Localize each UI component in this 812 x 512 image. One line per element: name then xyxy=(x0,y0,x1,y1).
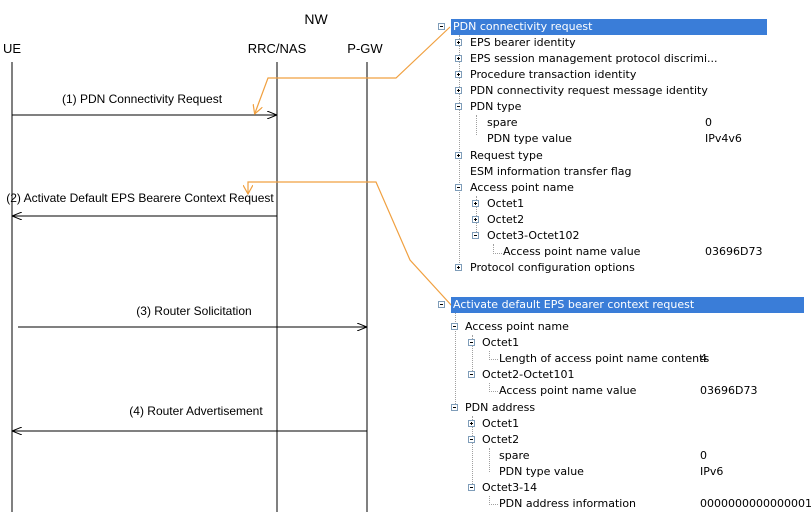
tree1-row-pdn-type-value: PDN type value IPv4v6 xyxy=(476,131,766,147)
collapse-icon[interactable] xyxy=(468,484,475,491)
tree2-len-guide xyxy=(489,351,498,360)
tree1-label: Access point name value xyxy=(503,245,641,258)
tree2-label: Length of access point name contents xyxy=(499,352,710,365)
collapse-icon[interactable] xyxy=(438,23,445,30)
tree2-label: Octet3-14 xyxy=(482,481,538,494)
tree1-value: 0 xyxy=(705,116,712,129)
collapse-icon[interactable] xyxy=(468,371,475,378)
tree2-row-spare: spare 0 xyxy=(489,448,769,464)
nw-label: NW xyxy=(304,11,328,27)
tree1-value: IPv4v6 xyxy=(705,132,742,145)
tree1-label: Octet2 xyxy=(487,213,525,226)
tree1-label: PDN connectivity request message identit… xyxy=(470,84,708,97)
tree2-row-apn-value: Access point name value 03696D73 xyxy=(489,383,769,399)
collapse-icon[interactable] xyxy=(472,232,479,239)
expand-icon[interactable] xyxy=(472,200,479,207)
tree2-value: 0000000000000001 xyxy=(700,497,812,510)
tree2-value: 0 xyxy=(700,449,707,462)
tree2-value: 03696D73 xyxy=(700,384,758,397)
tree2-value: IPv6 xyxy=(700,465,724,478)
expand-icon[interactable] xyxy=(455,55,462,62)
tree2-label: Octet2-Octet101 xyxy=(482,368,575,381)
collapse-icon[interactable] xyxy=(451,323,458,330)
tree1-label: EPS bearer identity xyxy=(470,36,576,49)
message-3-label: (3) Router Solicitation xyxy=(136,304,251,318)
message-1-label: (1) PDN Connectivity Request xyxy=(62,92,223,106)
tree1-label: PDN type value xyxy=(487,132,572,145)
tree2-label: PDN address xyxy=(465,401,536,414)
collapse-icon[interactable] xyxy=(455,184,462,191)
tree2-apn-guide xyxy=(472,335,473,375)
tree1-label: Octet3-Octet102 xyxy=(487,229,580,242)
tree2-pdnaddr-guide xyxy=(472,416,473,488)
collapse-icon[interactable] xyxy=(468,436,475,443)
collapse-icon[interactable] xyxy=(451,404,458,411)
expand-icon[interactable] xyxy=(455,264,462,271)
tree1-label: Request type xyxy=(470,149,543,162)
tree2-octet2-guide xyxy=(489,448,490,472)
tree2-label: spare xyxy=(499,449,530,462)
tree2-root-row[interactable]: Activate default EPS bearer context requ… xyxy=(437,297,804,313)
tree2-label: Access point name value xyxy=(499,384,637,397)
tree1-label: Access point name xyxy=(470,181,574,194)
tree2-guide xyxy=(455,313,456,408)
tree2-label: Access point name xyxy=(465,320,569,333)
expand-icon[interactable] xyxy=(472,216,479,223)
pgw-label: P-GW xyxy=(347,41,383,56)
callout-line-2 xyxy=(248,181,453,307)
message-2-label: (2) Activate Default EPS Bearere Context… xyxy=(6,191,274,205)
rrc-nas-label: RRC/NAS xyxy=(248,41,307,56)
tree2-addr-guide xyxy=(489,496,498,505)
tree2-label: Octet1 xyxy=(482,336,520,349)
tree2-label: PDN address information xyxy=(499,497,637,510)
tree2-label: Octet2 xyxy=(482,433,520,446)
expand-icon[interactable] xyxy=(455,152,462,159)
ue-label: UE xyxy=(3,41,21,56)
tree2-row-apn-length: Length of access point name contents 4 xyxy=(489,351,769,367)
tree2-label: PDN type value xyxy=(499,465,584,478)
collapse-icon[interactable] xyxy=(438,301,445,308)
expand-icon[interactable] xyxy=(455,87,462,94)
expand-icon[interactable] xyxy=(455,71,462,78)
tree2-apv-guide xyxy=(489,383,498,392)
tree1-label: Protocol configuration options xyxy=(470,261,635,274)
tree1-label: Octet1 xyxy=(487,197,525,210)
tree2-row-pdn-type-value: PDN type value IPv6 xyxy=(489,464,769,480)
tree1-value: 03696D73 xyxy=(705,245,763,258)
tree2-label: Octet1 xyxy=(482,417,520,430)
pdn-connectivity-request-tree: PDN connectivity request EPS bearer iden… xyxy=(437,19,773,274)
tree1-label: spare xyxy=(487,116,518,129)
tree1-pdn-type-guide xyxy=(476,115,477,135)
tree2-title[interactable]: Activate default EPS bearer context requ… xyxy=(451,297,804,313)
tree1-apv-guide xyxy=(493,244,502,254)
expand-icon[interactable] xyxy=(468,420,475,427)
tree2-value: 4 xyxy=(700,352,707,365)
collapse-icon[interactable] xyxy=(455,103,462,110)
collapse-icon[interactable] xyxy=(468,339,475,346)
tree1-label: EPS session management protocol discrimi… xyxy=(470,52,718,65)
tree2-row-pdn-address-info: PDN address information 0000000000000001 xyxy=(489,496,812,512)
tree1-label: Procedure transaction identity xyxy=(470,68,637,81)
message-4-label: (4) Router Advertisement xyxy=(129,404,263,418)
tree1-row-spare: spare 0 xyxy=(476,115,766,131)
tree1-root-row[interactable]: PDN connectivity request xyxy=(437,19,767,35)
tree1-label: ESM information transfer flag xyxy=(470,165,632,178)
tree1-row-apn-value: Access point name value 03696D73 xyxy=(493,244,773,260)
expand-icon[interactable] xyxy=(455,39,462,46)
callout-line-1 xyxy=(255,26,451,113)
tree1-label: PDN type xyxy=(470,100,522,113)
tree1-title[interactable]: PDN connectivity request xyxy=(451,19,767,35)
